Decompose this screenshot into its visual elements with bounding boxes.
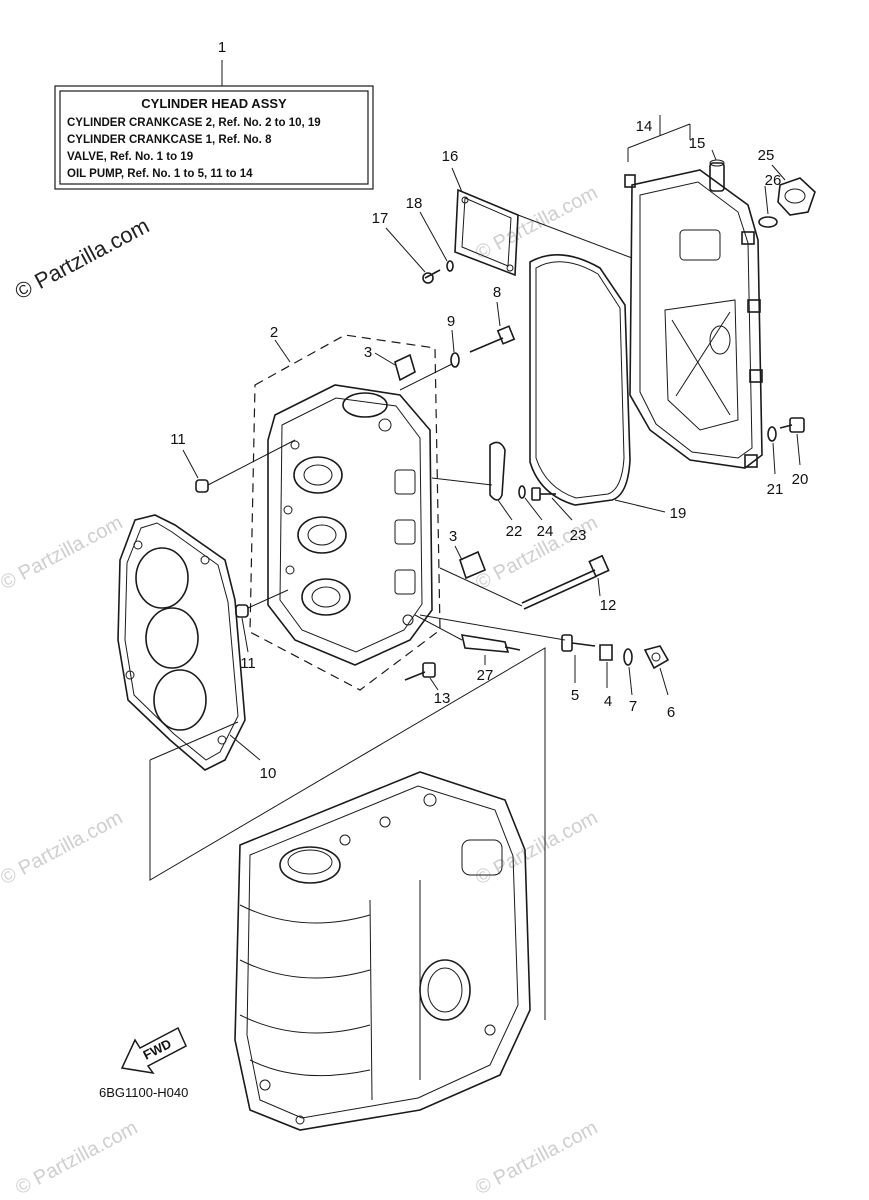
assembly-note: CYLINDER CRANKCASE 2, Ref. No. 2 to 10, … [67, 117, 321, 129]
watermark-main: © Partzilla.com [11, 213, 154, 305]
callout-11: 11 [170, 431, 186, 448]
callout-1: 1 [218, 39, 226, 56]
callout-3: 3 [449, 528, 457, 545]
assembly-note: CYLINDER CRANKCASE 1, Ref. No. 8 [67, 134, 272, 146]
callout-14: 14 [636, 118, 653, 135]
callout-19: 19 [670, 505, 687, 522]
assembly-note: VALVE, Ref. No. 1 to 19 [67, 151, 193, 163]
part-21-washer: 21 [767, 426, 784, 498]
callout-18: 18 [406, 195, 423, 212]
part-25-oil-cap: 25 [758, 147, 816, 216]
watermark: © Partzilla.com [0, 512, 126, 595]
watermark: © Partzilla.com [12, 1117, 141, 1200]
part-24-washer: 24 [518, 485, 554, 540]
callout-13: 13 [434, 690, 451, 707]
part-26-o-ring: 26 [758, 172, 782, 228]
part-16-plate: 16 [442, 148, 519, 277]
callout-5: 5 [571, 687, 579, 704]
part-8-bolt: 8 [469, 284, 516, 353]
part-9-washer: 9 [447, 313, 460, 368]
assembly-note: OIL PUMP, Ref. No. 1 to 5, 11 to 14 [67, 168, 253, 180]
part-3-upper: 3 [364, 344, 416, 382]
leader-8-9 [399, 363, 453, 391]
part-22-bracket: 22 [431, 441, 523, 540]
callout-24: 24 [537, 523, 554, 540]
part-23-bolt: 23 [531, 487, 587, 544]
watermark: © Partzilla.com [472, 807, 601, 890]
watermark: © Partzilla.com [472, 1117, 601, 1200]
part-13-bolt: 13 [404, 662, 451, 707]
crankcase-reference-lines [149, 647, 546, 1020]
callout-27: 27 [477, 667, 494, 684]
part-11-upper: 11 [170, 431, 296, 493]
watermark: © Partzilla.com [0, 807, 126, 890]
leader-16 [517, 214, 633, 259]
callout-10: 10 [260, 765, 277, 782]
part-7-o-ring: 7 [623, 648, 637, 715]
callout-12: 12 [600, 597, 617, 614]
callout-21: 21 [767, 481, 784, 498]
callout-8: 8 [493, 284, 501, 301]
cylinder-head-group: 2 [249, 324, 441, 691]
callout-7: 7 [629, 698, 637, 715]
leader-oil-parts [419, 614, 566, 641]
callout-20: 20 [792, 471, 809, 488]
part-20-bolt: 20 [779, 417, 809, 488]
fwd-arrow-icon: FWD [120, 1026, 187, 1075]
cylinder-block [234, 771, 531, 1131]
part-18-washer: 18 [406, 195, 454, 272]
diagram-code: 6BG1100-H040 [99, 1085, 188, 1100]
part-5-bolt: 5 [561, 634, 596, 704]
part-3-lower: 3 [449, 528, 487, 580]
callout-25: 25 [758, 147, 775, 164]
assembly-box: 1 CYLINDER HEAD ASSY CYLINDER CRANKCASE … [54, 39, 374, 190]
part-11-lower: 11 [235, 589, 289, 672]
assembly-title: CYLINDER HEAD ASSY [141, 96, 287, 111]
part-10-head-gasket: 10 [117, 514, 277, 782]
part-6-plug: 6 [643, 645, 675, 721]
part-15-filler-neck: 15 [689, 135, 725, 192]
part-14-head-cover: 14 [624, 115, 763, 469]
callout-6: 6 [667, 704, 675, 721]
part-4-spacer: 4 [599, 644, 613, 710]
callout-9: 9 [447, 313, 455, 330]
watermark: © Partzilla.com [472, 182, 601, 265]
callout-16: 16 [442, 148, 459, 165]
part-19-gasket: 19 [529, 253, 687, 522]
part-27-sensor: 27 [414, 614, 521, 684]
part-12-bolt: 12 [439, 554, 617, 614]
callout-22: 22 [506, 523, 523, 540]
watermark-layer: © Partzilla.com © Partzilla.com © Partzi… [0, 182, 601, 1200]
callout-15: 15 [689, 135, 706, 152]
callout-26: 26 [765, 172, 782, 189]
callout-4: 4 [604, 693, 612, 710]
callout-17: 17 [372, 210, 389, 227]
callout-2: 2 [270, 324, 278, 341]
callout-3: 3 [364, 344, 372, 361]
callout-23: 23 [570, 527, 587, 544]
part-17-bolt: 17 [372, 210, 441, 284]
callout-11: 11 [240, 655, 256, 672]
